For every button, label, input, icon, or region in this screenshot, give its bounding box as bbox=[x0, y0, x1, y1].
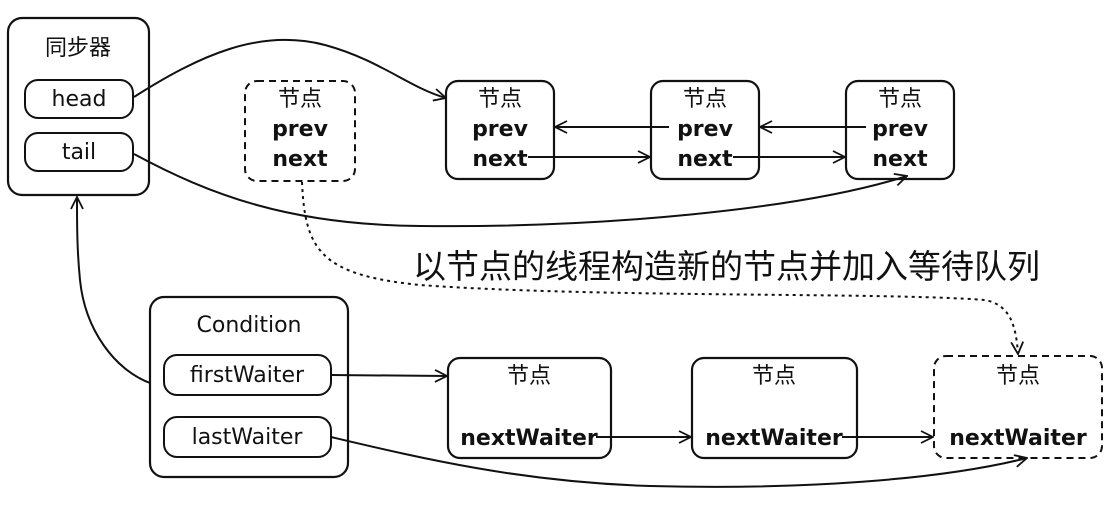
tail-arrow bbox=[133, 153, 907, 228]
sync-node-title: 节点 bbox=[683, 87, 727, 112]
sync-node-prev: prev bbox=[472, 117, 529, 142]
sync-node-title: 节点 bbox=[478, 87, 522, 112]
sync-new-node-prev: prev bbox=[272, 117, 329, 142]
sync-new-node-next: next bbox=[272, 147, 328, 172]
tail-field: tail bbox=[62, 140, 96, 165]
tail-field-box bbox=[24, 132, 134, 172]
head-field-box bbox=[24, 79, 134, 119]
wait-node-next-waiter: nextWaiter bbox=[949, 426, 1087, 451]
sync-new-node-title: 节点 bbox=[278, 87, 322, 112]
wait-node-2: 节点 nextWaiter bbox=[690, 356, 859, 460]
wait-node-title: 节点 bbox=[752, 364, 796, 389]
wait-node-next-waiter: nextWaiter bbox=[705, 426, 843, 451]
head-arrow bbox=[133, 38, 446, 98]
wait-node-next-waiter: nextWaiter bbox=[460, 426, 598, 451]
wait-node-3: 节点 nextWaiter bbox=[933, 355, 1103, 459]
sync-node-1: 节点 prev next bbox=[444, 79, 556, 181]
last-waiter-arrow bbox=[330, 436, 1027, 488]
synchronizer-title: 同步器 bbox=[45, 36, 111, 61]
condition-title: Condition bbox=[197, 313, 302, 338]
sync-node-next: next bbox=[472, 147, 528, 172]
synchronizer-box: 同步器 head tail bbox=[6, 16, 151, 197]
sync-node-next: next bbox=[677, 147, 733, 172]
condition-to-sync-arrow bbox=[77, 197, 151, 384]
sync-node-prev: prev bbox=[872, 117, 929, 142]
first-waiter-arrow bbox=[330, 375, 447, 376]
sync-node-2: 节点 prev next bbox=[649, 79, 761, 181]
condition-box: Condition firstWaiter lastWaiter bbox=[148, 295, 350, 479]
wait-node-title: 节点 bbox=[996, 364, 1040, 389]
first-waiter-field: firstWaiter bbox=[190, 363, 305, 388]
enqueue-caption: 以节点的线程构造新的节点并加入等待队列 bbox=[413, 247, 1040, 286]
sync-node-prev: prev bbox=[677, 117, 734, 142]
wait-node-title: 节点 bbox=[507, 364, 551, 389]
sync-node-3: 节点 prev next bbox=[844, 79, 956, 181]
sync-new-node: 节点 prev next bbox=[244, 80, 356, 182]
sync-node-next: next bbox=[872, 147, 928, 172]
last-waiter-field: lastWaiter bbox=[192, 425, 304, 450]
wait-node-1: 节点 nextWaiter bbox=[446, 356, 613, 460]
sync-node-title: 节点 bbox=[878, 87, 922, 112]
head-field: head bbox=[52, 87, 107, 112]
